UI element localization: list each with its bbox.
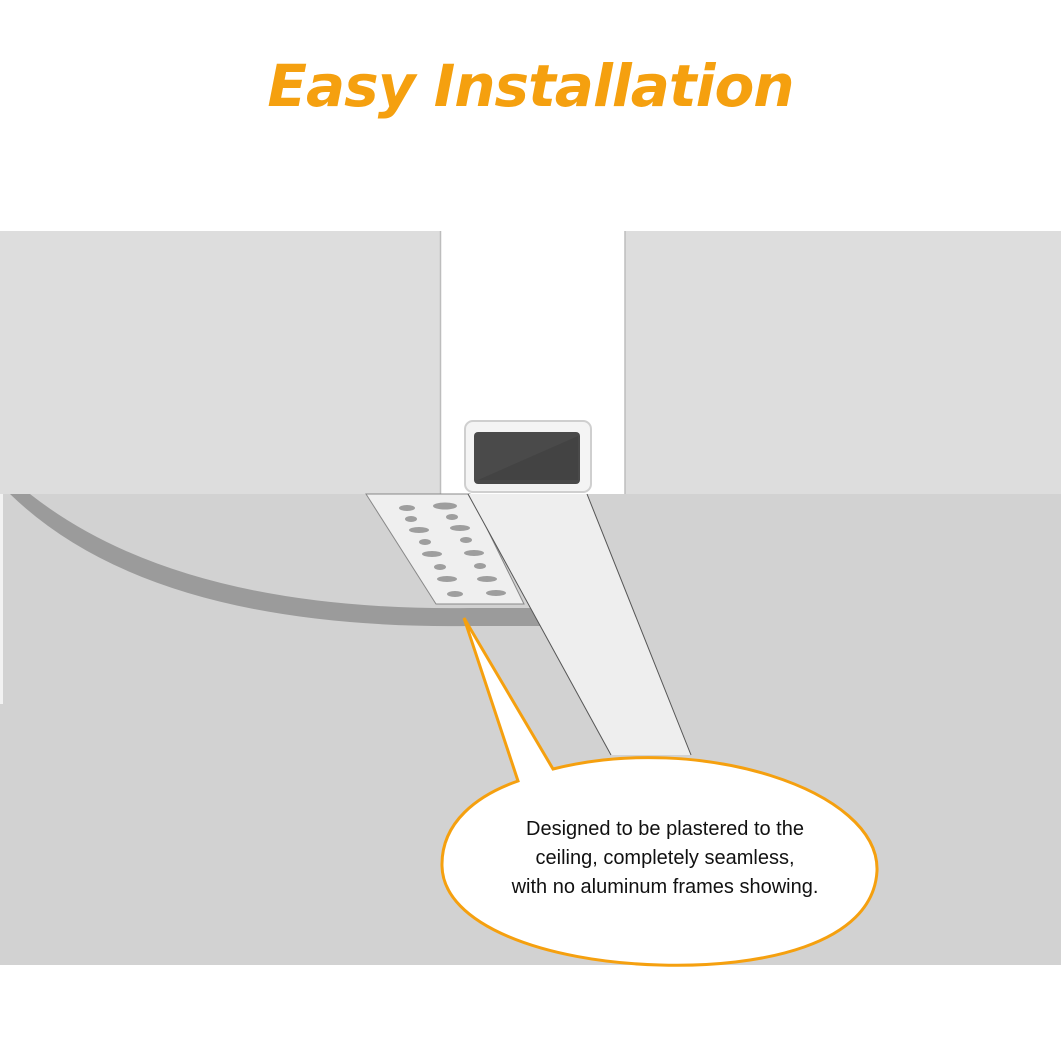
callout-bubble [440,617,879,967]
flange-hole [433,502,457,510]
flange-hole [477,576,497,582]
flange-hole [422,551,442,557]
flange-hole [446,514,458,520]
flange-hole [450,525,470,531]
ceiling-curve [10,494,540,627]
channel-edge-right [586,493,692,756]
flange-hole [437,576,457,582]
right-wall-panel [625,231,1061,494]
channel-edge-left [467,493,612,756]
flange-hole [447,591,463,597]
flange-hole [460,537,472,543]
ceiling-left-lighter-edge [0,494,3,704]
callout-text: Designed to be plastered to the ceiling,… [455,815,875,902]
callout-line: ceiling, completely seamless, [535,847,795,869]
page-title: Easy Installation [267,52,794,120]
callout-line: Designed to be plastered to the [526,818,804,840]
flange-hole [486,590,506,596]
profile-window-shade [478,436,578,480]
flange-hole [434,564,446,570]
flange-hole [474,563,486,569]
flange-hole [419,539,431,545]
flange-hole [409,527,429,533]
callout-line: with no aluminum frames showing. [511,876,819,898]
flange-hole [464,550,484,556]
flange-hole [405,516,417,522]
left-wall-panel [0,231,440,494]
flange-hole [399,505,415,511]
flange-holes [399,502,506,597]
light-channel-strip [468,494,691,755]
